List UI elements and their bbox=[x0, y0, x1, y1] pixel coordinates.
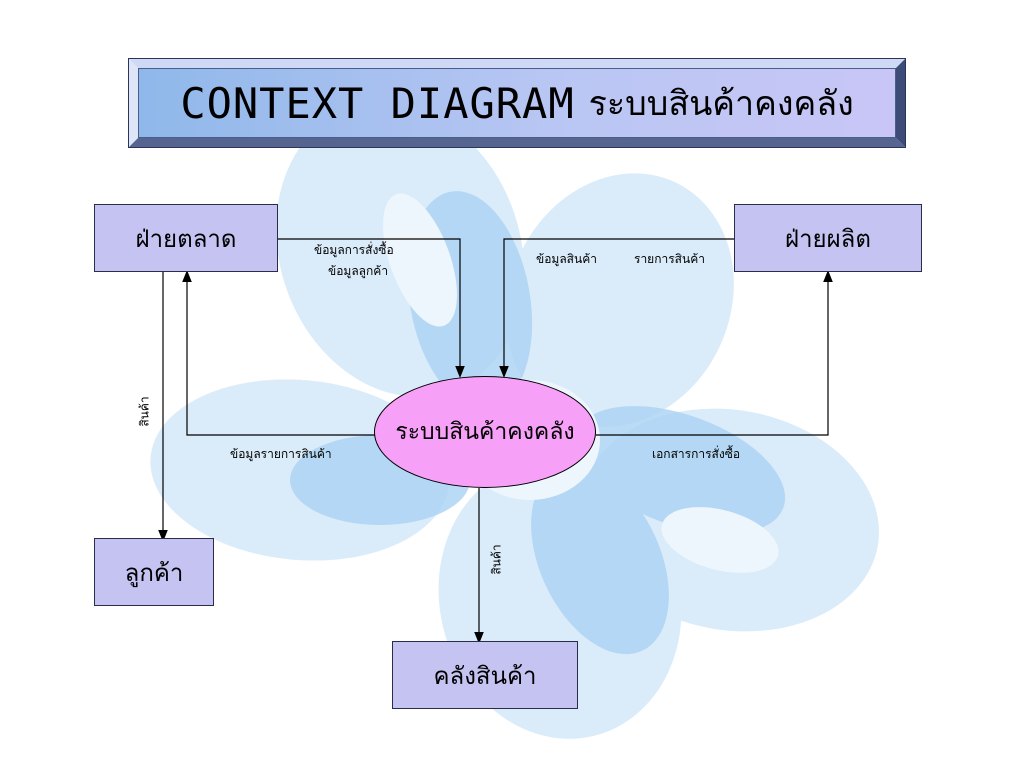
title-panel: CONTEXT DIAGRAM ระบบสินค้าคงคลัง bbox=[138, 68, 896, 138]
entity-production: ฝ่ายผลิต bbox=[734, 204, 922, 272]
flow-label-goods-customer: สินค้า bbox=[137, 396, 152, 427]
flow-label-order-info: ข้อมูลการสั่งซื้อ bbox=[314, 243, 394, 257]
flow-marketing-to-process bbox=[278, 238, 465, 378]
entity-customer: ลูกค้า bbox=[94, 538, 214, 606]
process-label: ระบบสินค้าคงคลัง bbox=[395, 419, 575, 445]
flow-process-to-marketing bbox=[182, 270, 376, 436]
entity-warehouse-label: คลังสินค้า bbox=[433, 661, 537, 690]
process-inventory-system: ระบบสินค้าคงคลัง bbox=[374, 376, 596, 488]
flow-label-customer-info: ข้อมูลลูกค้า bbox=[328, 264, 389, 278]
flow-label-product-list: รายการสินค้า bbox=[634, 252, 705, 266]
diagram-title-thai: ระบบสินค้าคงคลัง bbox=[588, 84, 854, 124]
flow-process-to-production bbox=[596, 270, 833, 436]
flow-label-purchase-doc: เอกสารการสั่งซื้อ bbox=[652, 447, 741, 461]
flow-label-product-list-info: ข้อมูลรายการสินค้า bbox=[230, 447, 332, 461]
entity-marketing: ฝ่ายตลาด bbox=[94, 204, 278, 272]
diagram-title: CONTEXT DIAGRAM bbox=[180, 78, 575, 128]
entity-marketing-label: ฝ่ายตลาด bbox=[135, 224, 237, 253]
flow-label-product-info: ข้อมูลสินค้า bbox=[536, 252, 597, 266]
entity-warehouse: คลังสินค้า bbox=[392, 641, 578, 709]
entity-customer-label: ลูกค้า bbox=[124, 558, 184, 587]
flow-production-to-process bbox=[499, 238, 734, 378]
title-banner: CONTEXT DIAGRAM ระบบสินค้าคงคลัง bbox=[128, 58, 906, 148]
title-bevel-frame bbox=[128, 58, 906, 148]
entity-production-label: ฝ่ายผลิต bbox=[785, 224, 871, 253]
flow-label-goods-warehouse: สินค้า bbox=[489, 544, 504, 575]
